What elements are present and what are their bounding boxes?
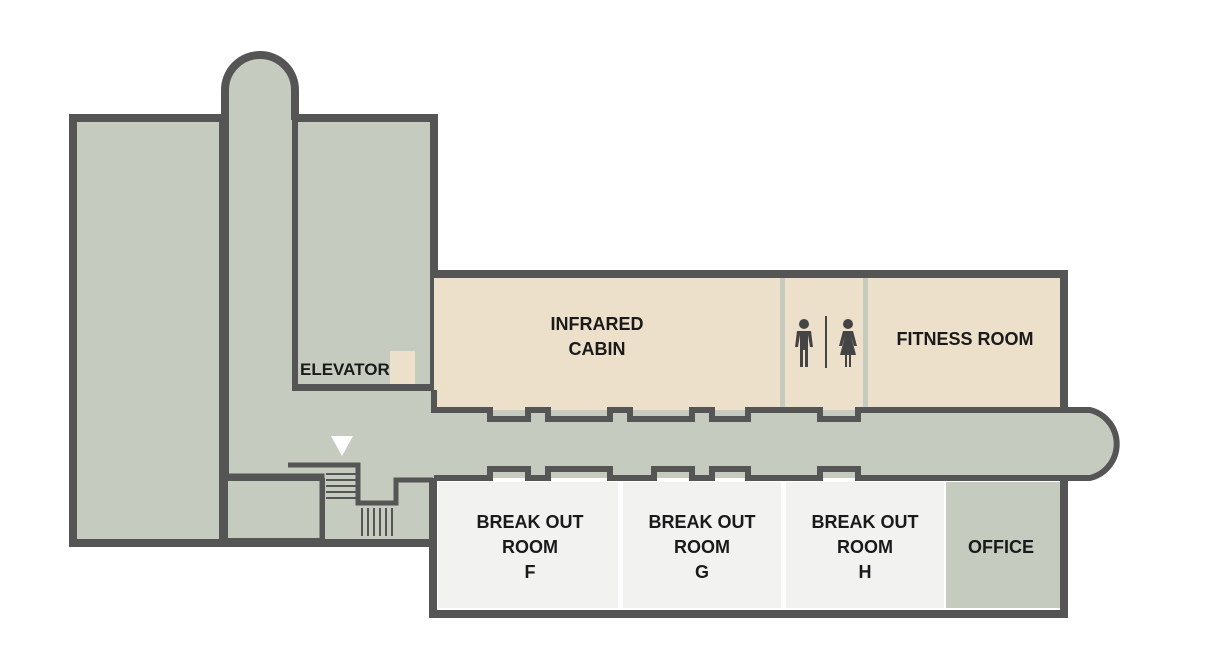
elevator-shaft[interactable] (390, 351, 415, 384)
elevator-label: ELEVATOR (300, 360, 390, 379)
office-label: OFFICE (968, 537, 1034, 557)
divider (863, 278, 868, 408)
break-out-h-label-3: H (859, 562, 872, 582)
lower-left-divider (225, 473, 325, 543)
upper-wall (430, 118, 1068, 410)
lower-left-room[interactable] (222, 475, 328, 544)
elevator-wall (292, 120, 434, 391)
office-room[interactable] (946, 482, 1060, 608)
break-out-g-label-2: ROOM (674, 537, 730, 557)
corridor-top-wall (431, 390, 1120, 481)
break-out-room-h[interactable] (786, 482, 944, 608)
infrared-cabin-label-2: CABIN (569, 339, 626, 359)
corridor-bottom-wall (434, 466, 1064, 481)
man-icon (795, 319, 813, 367)
left-wing-room[interactable] (69, 114, 227, 547)
horizontal-corridor (295, 410, 1117, 478)
fitness-room[interactable] (866, 274, 1064, 410)
divider (780, 278, 785, 408)
break-out-f-label-1: BREAK OUT (477, 512, 584, 532)
upper-wing-room[interactable] (290, 114, 438, 392)
infrared-cabin-room[interactable] (434, 274, 782, 410)
break-out-f-label-2: ROOM (502, 537, 558, 557)
break-out-room-f[interactable] (438, 482, 618, 608)
break-out-f-label-3: F (525, 562, 536, 582)
vertical-corridor-wall (221, 51, 299, 478)
infrared-cabin-label-1: INFRARED (551, 314, 644, 334)
vertical-corridor (225, 55, 433, 478)
break-out-g-label-1: BREAK OUT (649, 512, 756, 532)
break-out-h-label-2: ROOM (837, 537, 893, 557)
stairs-icon (288, 462, 433, 536)
break-out-room-g[interactable] (623, 482, 781, 608)
break-out-g-label-3: G (695, 562, 709, 582)
break-out-h-label-1: BREAK OUT (812, 512, 919, 532)
fitness-room-label: FITNESS ROOM (896, 329, 1033, 349)
woman-icon (839, 319, 857, 367)
down-triangle-marker (331, 436, 353, 456)
